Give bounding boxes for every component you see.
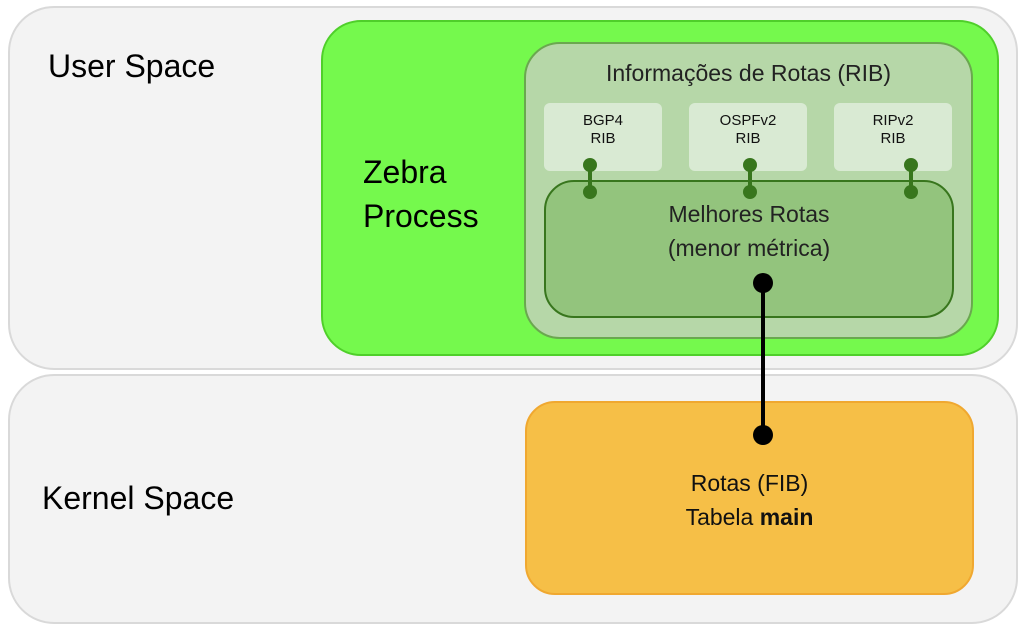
fib-line1: Rotas (FIB)	[690, 470, 809, 496]
ospfv2-rib-box: OSPFv2 RIB	[689, 103, 807, 171]
bgp4-rib-box: BGP4 RIB	[544, 103, 662, 171]
zebra-label-line1: Zebra	[363, 154, 447, 190]
bgp4-rib-label: RIB	[590, 130, 616, 147]
ospfv2-label: OSPFv2	[719, 112, 777, 129]
fib-table-name: main	[759, 504, 814, 530]
best-routes-label: Melhores Rotas (menor métrica)	[544, 197, 954, 265]
rib-title: Informações de Rotas (RIB)	[605, 60, 892, 86]
fib-line2: Tabela main	[525, 500, 974, 534]
best-routes-line2: (menor métrica)	[667, 235, 831, 261]
ospfv2-rib-label: RIB	[735, 130, 761, 147]
ripv2-rib-box: RIPv2 RIB	[834, 103, 952, 171]
fib-line2-prefix: Tabela	[685, 504, 760, 530]
fib-box	[525, 401, 974, 595]
zebra-process-label: Zebra Process	[363, 150, 479, 238]
best-routes-line1: Melhores Rotas	[668, 201, 830, 227]
user-space-label: User Space	[48, 48, 216, 84]
kernel-space-label: Kernel Space	[42, 480, 235, 516]
zebra-label-line2: Process	[363, 198, 479, 234]
bgp4-label: BGP4	[582, 112, 624, 129]
ripv2-label: RIPv2	[872, 112, 914, 129]
fib-label: Rotas (FIB) Tabela main	[525, 466, 974, 534]
ripv2-rib-label: RIB	[880, 130, 906, 147]
best-routes-box	[544, 180, 954, 318]
